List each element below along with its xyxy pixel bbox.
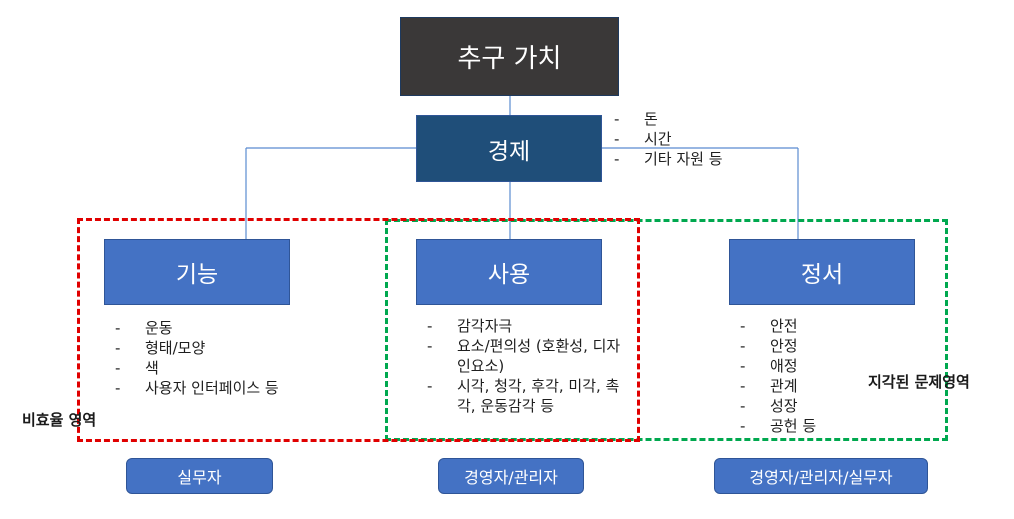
perceived-problem-zone-border [385, 219, 948, 441]
economy-item: 시간 [612, 129, 723, 149]
usage-item: 시각, 청각, 후각, 미각, 촉각, 운동감각 등 [425, 376, 625, 416]
emotion-item-list: 안전 안정 애정 관계 성장 공헌 등 [738, 316, 858, 436]
role-label: 실무자 [177, 468, 222, 487]
economy-label: 경제 [487, 138, 531, 165]
economy-item-list: 돈 시간 기타 자원 등 [612, 109, 723, 169]
usage-box: 사용 [416, 239, 602, 305]
function-box: 기능 [104, 239, 290, 305]
emotion-label: 정서 [800, 262, 844, 288]
emotion-item: 안전 [738, 316, 858, 336]
economy-item: 돈 [612, 109, 723, 129]
role-box-all: 경영자/관리자/실무자 [714, 458, 928, 494]
perceived-zone-label: 지각된 문제영역 [868, 373, 970, 391]
function-item: 형태/모양 [113, 338, 363, 358]
economy-item: 기타 자원 등 [612, 149, 723, 169]
economy-box: 경제 [416, 115, 602, 182]
function-label: 기능 [175, 262, 219, 288]
function-item: 사용자 인터페이스 등 [113, 378, 363, 398]
usage-item: 감각자극 [425, 316, 625, 336]
inefficient-zone-label: 비효율 영역 [22, 411, 97, 429]
role-label: 경영자/관리자 [464, 468, 558, 487]
role-box-practitioner: 실무자 [126, 458, 273, 494]
role-label: 경영자/관리자/실무자 [749, 468, 893, 487]
emotion-box: 정서 [729, 239, 915, 305]
usage-item-list: 감각자극 요소/편의성 (호환성, 디자인요소) 시각, 청각, 후각, 미각,… [425, 316, 625, 416]
function-item-list: 운동 형태/모양 색 사용자 인터페이스 등 [113, 318, 363, 398]
emotion-item: 관계 [738, 376, 858, 396]
function-item: 색 [113, 358, 363, 378]
emotion-item: 공헌 등 [738, 416, 858, 436]
emotion-item: 안정 [738, 336, 858, 356]
top-value-label: 추구 가치 [457, 44, 562, 74]
inefficient-zone-border [77, 218, 640, 442]
role-box-manager: 경영자/관리자 [438, 458, 584, 494]
function-item: 운동 [113, 318, 363, 338]
top-value-box: 추구 가치 [400, 17, 619, 96]
usage-item: 요소/편의성 (호환성, 디자인요소) [425, 336, 625, 376]
usage-label: 사용 [487, 262, 531, 288]
emotion-item: 성장 [738, 396, 858, 416]
emotion-item: 애정 [738, 356, 858, 376]
